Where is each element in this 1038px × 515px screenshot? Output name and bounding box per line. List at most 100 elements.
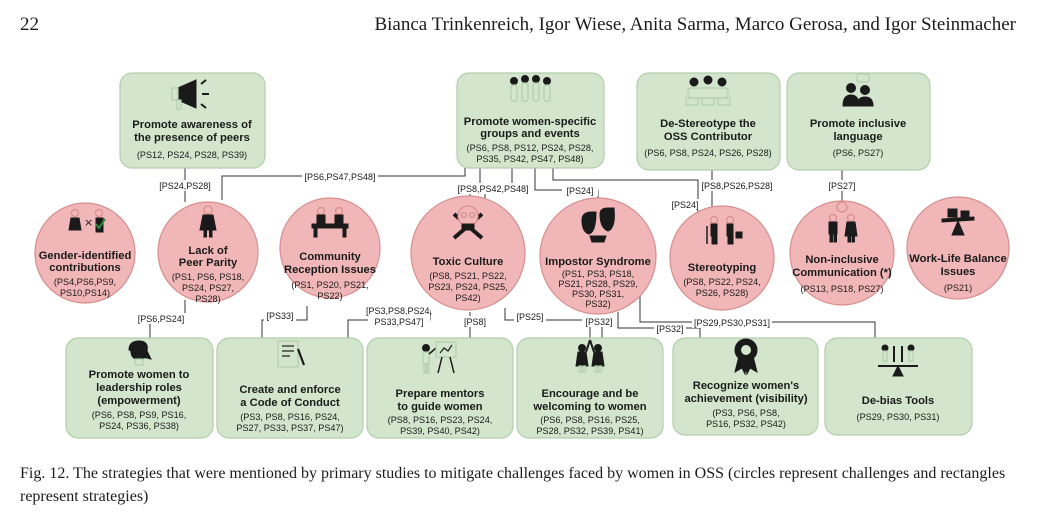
challenge-worklife: Work-Life Balance Issues (PS21) [906, 196, 1010, 300]
node-refs: PS26, PS28) [696, 288, 749, 298]
node-title: Gender-identified [39, 250, 132, 262]
node-refs: (PS6, PS8, PS16, PS25, [540, 415, 640, 425]
challenge-stereotyping: Stereotyping (PS8, PS22, PS24, PS26, PS2… [669, 205, 775, 311]
node-title: (empowerment) [97, 395, 181, 407]
edge-label: [PS24] [671, 200, 698, 210]
reception-desk-icon [311, 206, 349, 238]
node-title: contributions [49, 262, 120, 274]
node-title: leadership roles [96, 382, 182, 394]
edge-label: [PS32] [585, 317, 612, 327]
node-refs: (PS6, PS8, PS24, PS26, PS28) [644, 148, 771, 158]
masks-icon [581, 207, 615, 243]
node-refs: PS10,PS14) [60, 288, 110, 298]
node-title: Promote women to [89, 369, 190, 381]
high-five-icon [575, 339, 605, 373]
challenge-noninclusive: Non-inclusive Communication (*) (PS13, P… [789, 200, 895, 306]
challenge-peer-parity: Lack of Peer Parity (PS1, PS6, PS18, PS2… [157, 201, 259, 304]
challenge-reception: Community Reception Issues (PS1, PS20, P… [279, 197, 381, 301]
node-title: achievement (visibility) [684, 393, 807, 405]
node-refs: (PS6, PS8, PS9, PS16, [92, 410, 187, 420]
edge-label: [PS32] [656, 324, 683, 334]
node-title: the presence of peers [134, 132, 250, 144]
edge-labels: [PS24,PS28] [PS6,PS47,PS48] [PS8,PS42,PS… [135, 171, 858, 334]
node-title: language [833, 131, 882, 143]
running-head: 22 Bianca Trinkenreich, Igor Wiese, Anit… [20, 14, 1016, 40]
node-refs: PS28, PS32, PS39, PS41) [536, 426, 643, 436]
node-refs: PS21, PS28, PS29, [558, 279, 637, 289]
node-title: Toxic Culture [433, 256, 504, 268]
node-title: groups and events [480, 128, 579, 140]
edge-label: [PS8] [464, 317, 486, 327]
challenge-circles: × Gender-identified contributions (PS4,P… [34, 195, 1010, 315]
node-refs: PS27, PS33, PS37, PS47) [236, 423, 343, 433]
node-title: Recognize women's [693, 380, 799, 392]
edge-label: [PS6,PS47,PS48] [304, 172, 375, 182]
edge-label: PS33,PS47] [374, 317, 423, 327]
node-refs: (PS29, PS30, PS31) [857, 412, 940, 422]
node-refs: PS30, PS31, [572, 289, 624, 299]
strategy-box-debias: De-bias Tools (PS29, PS30, PS31) [824, 337, 973, 436]
strategy-box-recognize: Recognize women's achievement (visibilit… [672, 337, 819, 436]
gender-check-icon: × [68, 208, 106, 233]
node-refs: PS35, PS42, PS47, PS48) [476, 154, 583, 164]
team-laptops-icon [685, 75, 731, 106]
node-refs: PS22) [317, 291, 342, 301]
node-title: Encourage and be [542, 388, 639, 400]
node-refs: (PS8, PS21, PS22, [429, 271, 506, 281]
strategy-box-destereotype: De-Stereotype the OSS Contributor (PS6, … [636, 72, 781, 171]
node-title: Work-Life Balance [909, 253, 1006, 265]
woman-head-icon [128, 340, 152, 366]
node-refs: (PS1, PS3, PS18, [562, 269, 634, 279]
strategy-box-women-groups: Promote women-specific groups and events… [456, 72, 605, 169]
node-title: a Code of Conduct [240, 397, 340, 409]
talking-people-icon [828, 201, 858, 243]
teacher-board-icon [422, 341, 457, 374]
bottom-strategy-boxes: Promote women to leadership roles (empow… [65, 337, 973, 439]
edge-label: [PS29,PS30,PS31] [694, 318, 770, 328]
node-title: Promote inclusive [810, 118, 906, 130]
node-title: Lack of [188, 245, 227, 257]
edge-label: [PS8,PS26,PS28] [701, 181, 772, 191]
node-refs: PS24, PS27, [182, 283, 234, 293]
node-refs: (PS13, PS18, PS27) [801, 284, 884, 294]
challenge-toxic: Toxic Culture (PS8, PS21, PS22, PS23, PS… [410, 195, 526, 311]
figure-caption: Fig. 12. The strategies that were mentio… [20, 465, 1006, 505]
node-title: Promote awareness of [132, 119, 252, 131]
top-strategy-boxes: Promote awareness of the presence of pee… [119, 72, 931, 171]
node-title: Issues [941, 266, 976, 278]
edge-label: [PS25] [516, 312, 543, 322]
node-title: De-bias Tools [862, 395, 935, 407]
megaphone-icon [171, 79, 209, 110]
node-title: Communication (*) [792, 267, 892, 279]
node-title: Peer Parity [179, 257, 238, 269]
strategies-figure: [PS24,PS28] [PS6,PS47,PS48] [PS8,PS42,PS… [34, 72, 1010, 439]
node-title: OSS Contributor [664, 131, 753, 143]
node-title: De-Stereotype the [660, 118, 756, 130]
node-refs: PS28) [195, 294, 220, 304]
node-refs: PS42) [455, 293, 480, 303]
challenge-impostor: Impostor Syndrome (PS1, PS3, PS18, PS21,… [539, 197, 657, 315]
edge-label: [PS8,PS42,PS48] [457, 184, 528, 194]
stereotype-people-icon [706, 215, 743, 245]
node-refs: PS39, PS40, PS42) [400, 426, 480, 436]
group-people-icon [510, 75, 551, 102]
award-ribbon-icon [734, 338, 758, 376]
strategy-box-leadership: Promote women to leadership roles (empow… [65, 337, 214, 439]
node-title: Promote women-specific [464, 116, 596, 128]
node-refs: (PS3, PS6, PS8, [712, 408, 779, 418]
woman-icon [199, 205, 217, 238]
node-title: to guide women [397, 401, 482, 413]
strategy-box-awareness: Promote awareness of the presence of pee… [119, 72, 266, 169]
node-refs: (PS4,PS6,PS9, [54, 277, 116, 287]
node-refs: (PS8, PS22, PS24, [683, 277, 760, 287]
edge-label: [PS33] [266, 311, 293, 321]
node-refs: (PS3, PS8, PS16, PS24, [240, 412, 340, 422]
document-scale-icon [277, 340, 306, 368]
edge-label: [PS24] [566, 186, 593, 196]
challenge-gender-contrib: × Gender-identified contributions (PS4,P… [34, 202, 136, 304]
node-title: Create and enforce [239, 384, 340, 396]
node-title: welcoming to women [532, 401, 646, 413]
speech-people-icon [842, 73, 874, 107]
strategy-box-inclusive-language: Promote inclusive language (PS6, PS27) [786, 72, 931, 171]
balance-scale-icon [941, 208, 975, 236]
